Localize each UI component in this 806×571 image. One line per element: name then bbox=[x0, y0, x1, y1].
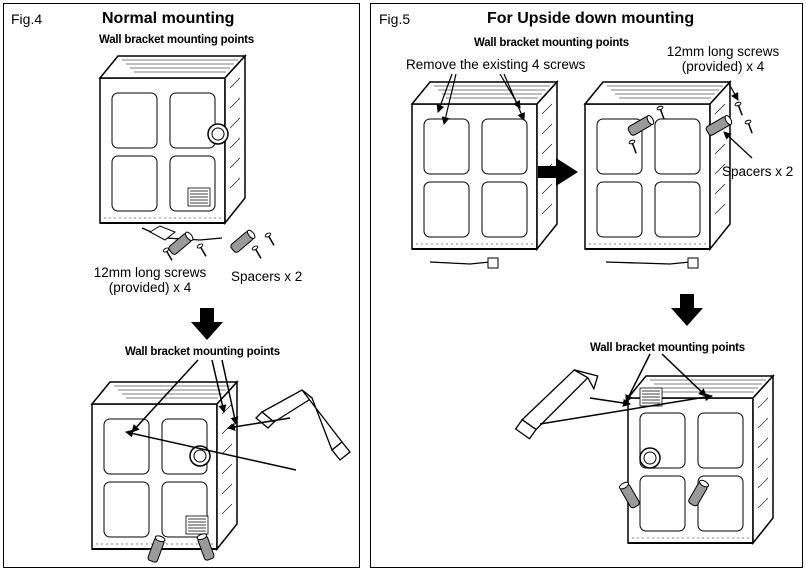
fig4-screws-label: 12mm long screws (provided) x 4 bbox=[90, 265, 210, 296]
fig5-label: Fig.5 bbox=[379, 11, 411, 27]
down-arrow-icon bbox=[191, 308, 223, 340]
fig4-pointer-lines bbox=[125, 359, 297, 471]
fig5-bracket bbox=[514, 369, 599, 440]
right-arrow-icon bbox=[538, 158, 578, 186]
down-arrow-icon bbox=[671, 294, 703, 326]
fig5-left-cord bbox=[429, 257, 499, 269]
fig5-dryer-left bbox=[411, 81, 558, 250]
fig4-screws-line2: (provided) x 4 bbox=[108, 279, 192, 295]
fig4-parts bbox=[141, 225, 278, 263]
fig4-bottom-caption: Wall bracket mounting points bbox=[125, 346, 280, 358]
fig5-remove-screws-label: Remove the existing 4 screws bbox=[406, 57, 586, 72]
fig5-screws-line1: 12mm long screws bbox=[666, 44, 780, 59]
fig4-screws-line1: 12mm long screws bbox=[93, 265, 207, 280]
fig5-screws-line2: (provided) x 4 bbox=[681, 58, 765, 74]
fig4-title: Normal mounting bbox=[102, 10, 235, 27]
fig5-spacers-label: Spacers x 2 bbox=[722, 164, 794, 179]
fig5-bottom-caption: Wall bracket mounting points bbox=[590, 342, 745, 354]
fig4-label: Fig.4 bbox=[11, 11, 43, 27]
fig5-screws-label: 12mm long screws (provided) x 4 bbox=[665, 44, 781, 75]
fig5-remove-pointers bbox=[436, 73, 525, 125]
fig5-pointer-lines bbox=[539, 353, 713, 425]
fig4-dryer-bottom bbox=[91, 381, 238, 550]
fig4-top-caption: Wall bracket mounting points bbox=[99, 34, 254, 46]
fig5-dryer-bottom bbox=[627, 375, 774, 544]
fig5-right-cord bbox=[605, 257, 699, 269]
fig4-bracket bbox=[255, 389, 351, 461]
fig4-spacers-label: Spacers x 2 bbox=[231, 269, 303, 284]
fig5-top-caption: Wall bracket mounting points bbox=[474, 37, 629, 49]
fig5-spacer-pointers bbox=[723, 81, 753, 159]
fig5-title: For Upside down mounting bbox=[487, 10, 695, 27]
fig4-dryer-top bbox=[99, 55, 246, 224]
